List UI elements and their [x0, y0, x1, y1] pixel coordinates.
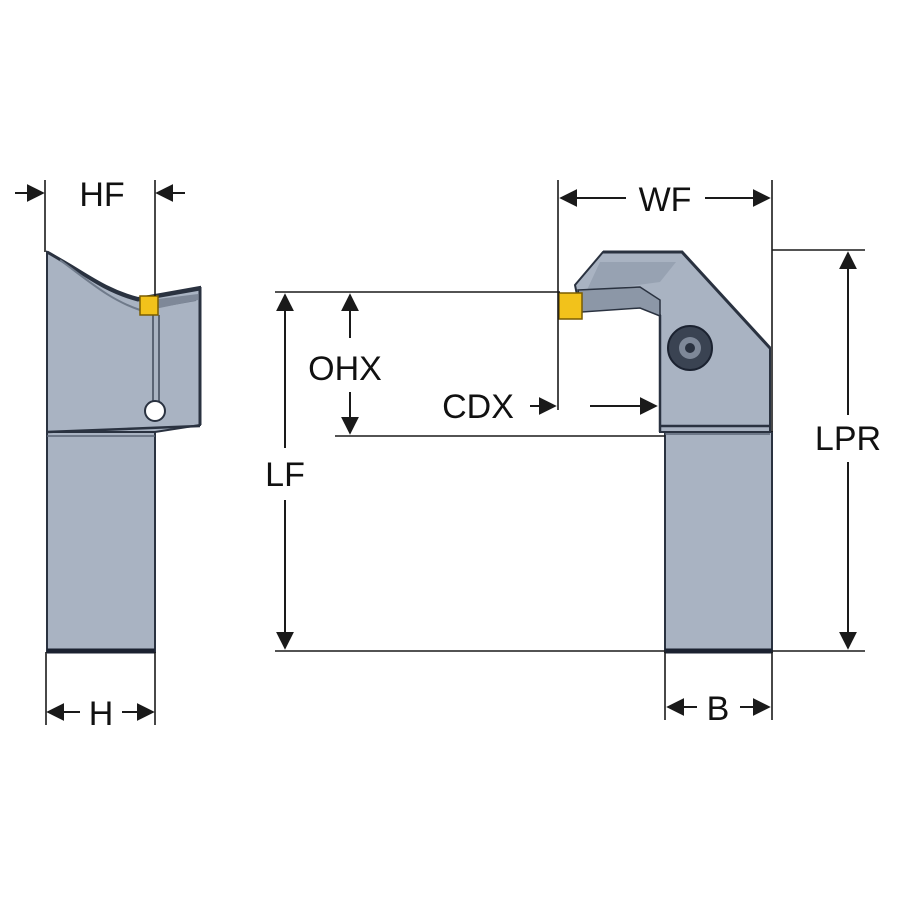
side-view-shank — [46, 431, 156, 653]
side-view-insert — [139, 295, 159, 316]
b-label: B — [707, 690, 730, 728]
front-view-insert — [558, 292, 583, 320]
side-view-coolant-hole — [144, 400, 166, 422]
lf-label: LF — [265, 456, 305, 494]
h-label: H — [89, 695, 114, 733]
cdx-label: CDX — [442, 388, 514, 426]
side-view: HF H — [15, 176, 202, 733]
front-view-dimensions: LF OHX CDX — [265, 291, 665, 652]
hf-label: HF — [79, 176, 124, 214]
wf-label: WF — [639, 181, 692, 219]
side-view-head — [46, 250, 201, 433]
front-view-shank — [664, 431, 773, 653]
lpr-label: LPR — [815, 420, 881, 458]
ohx-label: OHX — [308, 350, 382, 388]
front-view: WF LPR B — [557, 180, 881, 728]
